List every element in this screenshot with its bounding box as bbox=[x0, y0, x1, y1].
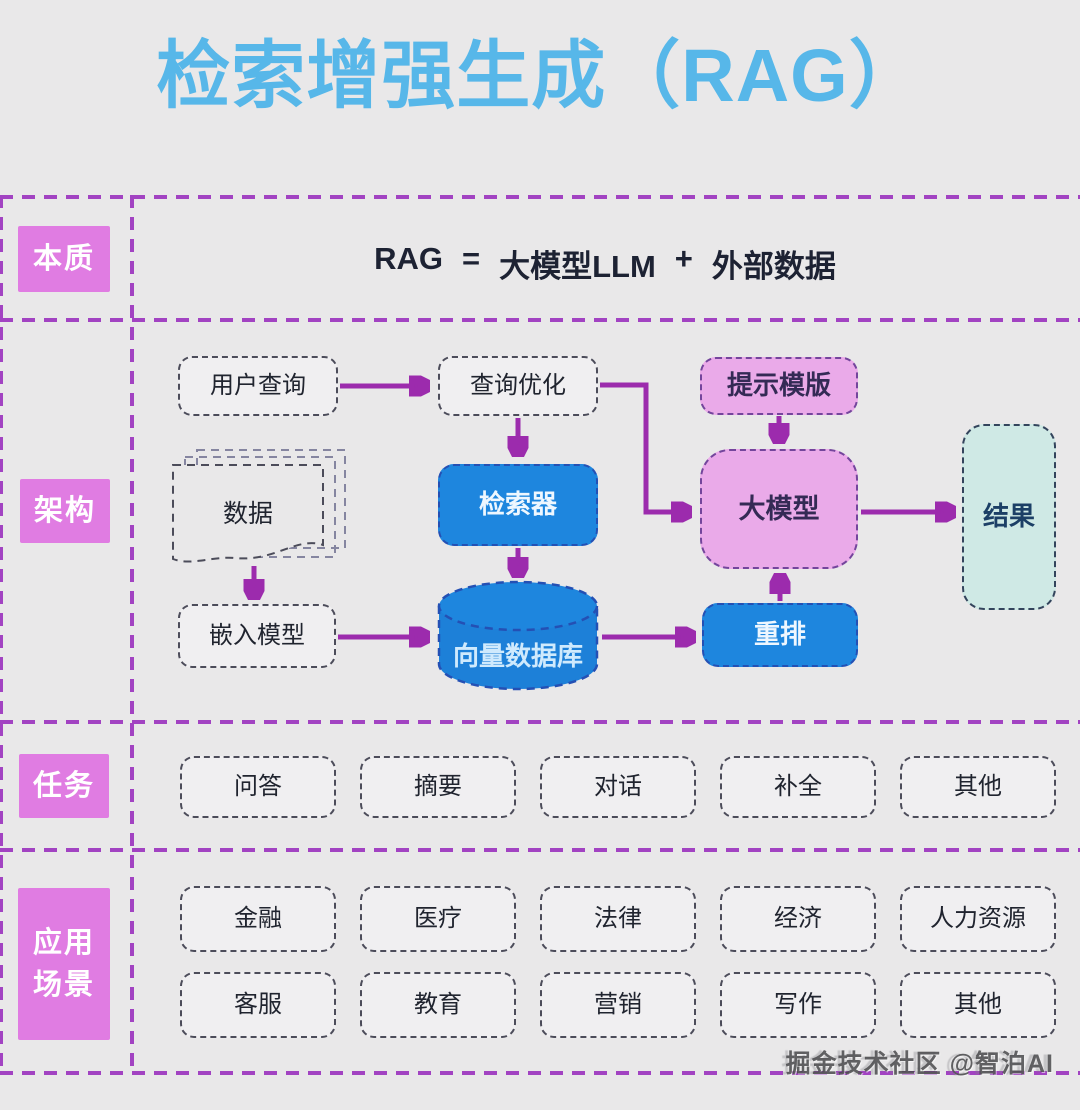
node-rerank: 重排 bbox=[702, 603, 858, 667]
formula-external-data: 外部数据 bbox=[711, 249, 836, 284]
application-item-economy: 经济 bbox=[720, 886, 876, 952]
node-data-documents: 数据 bbox=[172, 448, 350, 583]
node-query-optimization: 查询优化 bbox=[438, 356, 598, 416]
section-label-applications: 应用 场景 bbox=[18, 888, 110, 1040]
arrow-query-optimization-to-llm bbox=[600, 382, 688, 512]
formula-plus: + bbox=[674, 241, 693, 276]
node-user-query: 用户查询 bbox=[178, 356, 338, 416]
section-label-essence: 本质 bbox=[18, 226, 110, 292]
border-left bbox=[0, 195, 3, 1075]
divider-top bbox=[0, 195, 1080, 199]
divider-essence-architecture bbox=[0, 318, 1080, 322]
application-item-finance: 金融 bbox=[180, 886, 336, 952]
formula-llm: 大模型LLM bbox=[499, 249, 656, 284]
task-item-completion: 补全 bbox=[720, 756, 876, 818]
application-item-medical: 医疗 bbox=[360, 886, 516, 952]
node-prompt-template: 提示模版 bbox=[700, 357, 858, 415]
section-label-architecture: 架构 bbox=[20, 479, 110, 543]
application-item-hr: 人力资源 bbox=[900, 886, 1056, 952]
node-retriever: 检索器 bbox=[438, 464, 598, 546]
formula-equals: = bbox=[461, 241, 481, 276]
node-vector-db: 向量数据库 bbox=[436, 580, 600, 692]
node-embedding-model: 嵌入模型 bbox=[178, 604, 336, 668]
divider-bottom bbox=[0, 1071, 1080, 1075]
database-cylinder-icon bbox=[437, 580, 599, 691]
task-item-summary: 摘要 bbox=[360, 756, 516, 818]
task-item-other: 其他 bbox=[900, 756, 1056, 818]
task-item-dialogue: 对话 bbox=[540, 756, 696, 818]
application-item-customer-service: 客服 bbox=[180, 972, 336, 1038]
page-title: 检索增强生成（RAG） bbox=[156, 34, 924, 117]
application-item-other: 其他 bbox=[900, 972, 1056, 1038]
essence-formula: RAG = 大模型LLM + 外部数据 bbox=[130, 241, 1080, 286]
application-item-writing: 写作 bbox=[720, 972, 876, 1038]
divider-architecture-tasks bbox=[0, 720, 1080, 724]
formula-rag: RAG bbox=[374, 241, 443, 276]
node-llm: 大模型 bbox=[700, 449, 858, 569]
task-item-qa: 问答 bbox=[180, 756, 336, 818]
application-item-education: 教育 bbox=[360, 972, 516, 1038]
section-label-tasks: 任务 bbox=[19, 754, 109, 818]
divider-labels-column bbox=[130, 195, 134, 1075]
document-stack-icon bbox=[172, 449, 346, 563]
application-item-legal: 法律 bbox=[540, 886, 696, 952]
application-item-marketing: 营销 bbox=[540, 972, 696, 1038]
watermark: 掘金技术社区 @智泊AI bbox=[785, 1050, 1054, 1078]
divider-tasks-applications bbox=[0, 848, 1080, 852]
node-result: 结果 bbox=[962, 424, 1056, 610]
